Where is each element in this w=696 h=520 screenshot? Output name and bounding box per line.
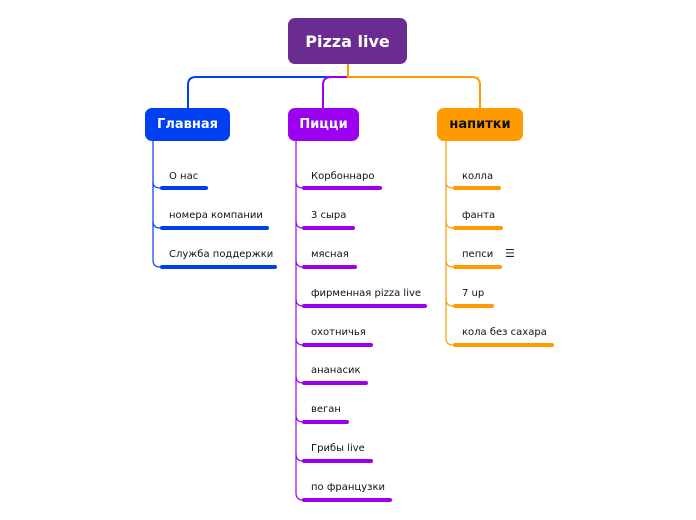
subtopic-drinks-5[interactable]: кола без сахара [462, 327, 547, 338]
subtopic-pizza-1[interactable]: Корбоннаро [311, 171, 375, 182]
menu-icon[interactable]: ☰ [505, 247, 515, 260]
subtopic-drinks-3[interactable]: пепси [462, 249, 494, 260]
topic-pizza[interactable]: Пицци [288, 108, 359, 141]
subtopic-pizza-4[interactable]: фирменная pizza live [311, 288, 422, 299]
subtopic-pizza-3[interactable]: мясная [311, 249, 349, 260]
subtopic-main-2[interactable]: номера компании [169, 210, 263, 221]
subtopic-main-1[interactable]: О нас [169, 171, 199, 182]
subtopic-drinks-2[interactable]: фанта [462, 210, 496, 221]
connector-pizza-7 [295, 414, 304, 423]
connector-pizza-3 [295, 259, 304, 268]
root-topic-label: Pizza live [305, 31, 390, 51]
connector-root-drinks [347, 64, 481, 108]
subtopic-main-3[interactable]: Служба поддержки [169, 249, 274, 260]
topic-main[interactable]: Главная [145, 108, 230, 141]
connector-pizza-2 [295, 220, 304, 229]
connector-pizza-5 [295, 337, 304, 346]
connector-drinks-1 [445, 181, 454, 189]
connector-pizza-4 [295, 298, 304, 307]
topic-pizza-label: Пицци [299, 117, 348, 132]
connector-main-branch [152, 141, 161, 268]
subtopic-pizza-9[interactable]: по французки [311, 482, 385, 493]
connector-pizza-branch [295, 141, 304, 501]
root-topic[interactable]: Pizza live [288, 18, 407, 64]
connector-main-2 [152, 220, 161, 229]
topic-drinks[interactable]: напитки [437, 108, 523, 141]
subtopic-pizza-2[interactable]: 3 сыра [311, 210, 347, 221]
subtopic-pizza-8[interactable]: Грибы live [311, 443, 365, 454]
connector-root-main [187, 64, 349, 108]
connector-pizza-6 [295, 375, 304, 384]
connector-pizza-8 [295, 453, 304, 462]
connector-root-pizza [322, 64, 349, 108]
connector-drinks-branch [445, 141, 454, 346]
subtopic-pizza-7[interactable]: веган [311, 404, 341, 415]
connector-pizza-1 [295, 181, 304, 189]
subtopic-drinks-1[interactable]: колла [462, 171, 494, 182]
connector-drinks-2 [445, 220, 454, 229]
connector-drinks-4 [445, 298, 454, 307]
subtopic-pizza-6[interactable]: ананасик [311, 365, 361, 376]
connector-drinks-3 [445, 259, 454, 268]
subtopic-pizza-5[interactable]: охотничья [311, 327, 366, 338]
connector-main-1 [152, 181, 161, 189]
subtopic-drinks-4[interactable]: 7 up [462, 288, 485, 299]
topic-drinks-label: напитки [449, 117, 511, 132]
topic-main-label: Главная [157, 117, 218, 132]
